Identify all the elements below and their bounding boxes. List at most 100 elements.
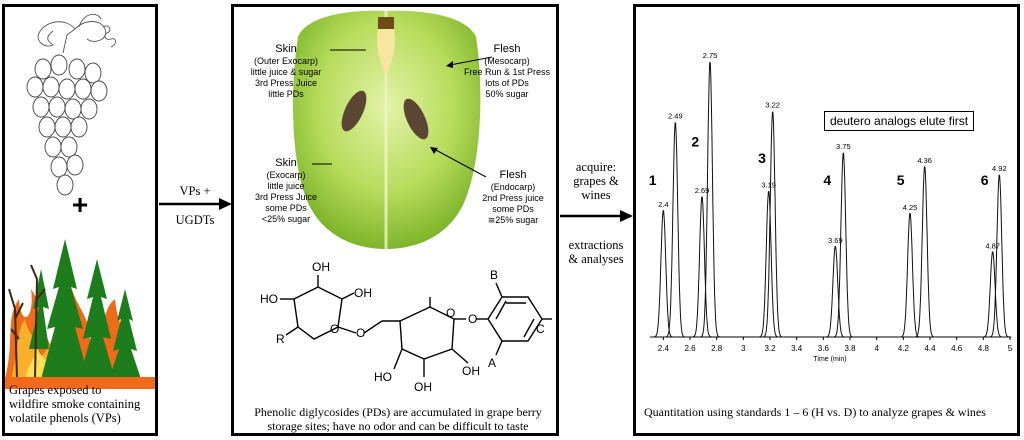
flesh-endo-title: Flesh <box>499 169 527 181</box>
x-tick-label: 4.2 <box>898 344 910 353</box>
skin-outer-line-3: 3rd Press Juice <box>254 78 318 88</box>
x-tick-label: 4.6 <box>951 344 963 353</box>
mol-ho-1: HO <box>260 292 278 306</box>
panel-grape-berry: Skin (Outer Exocarp) little juice & suga… <box>231 4 559 436</box>
peak-2.4 <box>651 210 675 338</box>
peak-label-3.69: 3.69 <box>828 236 843 245</box>
phenolic-diglycoside-structure: OH HO OH R O O O HO OH OH O B C A <box>260 260 552 394</box>
peak-2.69 <box>690 196 714 338</box>
peak-label-2.75: 2.75 <box>703 51 718 60</box>
skin-inner-line-5: <25% sugar <box>261 214 311 224</box>
flesh-meso-line-1: (Mesocarp) <box>484 56 530 66</box>
skin-outer-title: Skin <box>275 43 297 55</box>
skin-inner-line-2: little juice <box>267 181 305 191</box>
skin-inner-line-1: (Exocarp) <box>266 170 306 180</box>
compound-label-1: 1 <box>649 172 657 188</box>
peak-4.92 <box>987 174 1012 338</box>
mol-oh-1: OH <box>312 260 330 274</box>
peak-label-2.69: 2.69 <box>695 186 710 195</box>
peak-label-4.87: 4.87 <box>985 241 1000 250</box>
panel-smoke-exposure: + Grapes exposed to wildfire smoke conta… <box>2 4 158 436</box>
arrow-1-label-top: VPs + <box>179 184 211 198</box>
caption-line-1: Grapes exposed to <box>9 383 102 397</box>
mol-c: C <box>536 322 545 336</box>
peak-label-4.25: 4.25 <box>903 203 918 212</box>
x-tick-label: 5 <box>1008 344 1013 353</box>
compound-label-3: 3 <box>758 150 766 166</box>
x-tick-label: 4 <box>874 344 879 353</box>
mol-oh-4: OH <box>462 364 480 378</box>
flesh-endo-line-3: some PDs <box>492 204 534 214</box>
skin-inner-title: Skin <box>275 157 297 169</box>
x-tick-label: 2.4 <box>658 344 670 353</box>
peak-label-4.92: 4.92 <box>992 164 1007 173</box>
peak-label-2.4: 2.4 <box>658 200 668 209</box>
peak-2.49 <box>663 122 687 338</box>
mol-o-3: O <box>446 306 455 320</box>
peak-label-3.75: 3.75 <box>836 142 851 151</box>
peak-4.87 <box>980 251 1005 338</box>
wildfire-illustration <box>5 239 155 389</box>
plus-sign: + <box>71 189 89 220</box>
x-tick-label: 4.4 <box>924 344 936 353</box>
mol-a: A <box>488 356 496 370</box>
x-tick-label: 3 <box>741 344 746 353</box>
panel3-caption: Quantitation using standards 1 – 6 (H vs… <box>644 405 986 419</box>
arrow-1-label-bottom: UGDTs <box>175 213 215 227</box>
peak-3.22 <box>760 111 785 338</box>
arrow-2-top-line-3: wines <box>581 188 611 202</box>
peak-label-3.19: 3.19 <box>761 181 776 190</box>
skin-outer-line-1: (Outer Exocarp) <box>253 56 319 66</box>
grape-cluster-drawing <box>26 13 116 196</box>
x-tick-label: 3.2 <box>764 344 776 353</box>
flesh-meso-title: Flesh <box>493 43 521 55</box>
mol-oh-2: OH <box>354 286 372 300</box>
arrow-2-bottom-line-2: & analyses <box>568 252 624 266</box>
flesh-endo-pointer <box>430 147 487 178</box>
flesh-meso-line-3: lots of PDs <box>485 78 529 88</box>
peak-3.75 <box>831 152 855 338</box>
x-tick-label: 4.8 <box>978 344 990 353</box>
skin-inner-pointer <box>312 163 332 165</box>
skin-outer-line-2: little juice & sugar <box>250 67 322 77</box>
flesh-meso-pointer <box>446 56 493 68</box>
peak-3.69 <box>823 246 847 338</box>
mol-r: R <box>276 332 285 346</box>
compound-label-5: 5 <box>897 172 905 188</box>
arrow-2-top-line-1: acquire: <box>575 160 617 174</box>
mol-ho-2: HO <box>374 370 392 384</box>
compound-label-4: 4 <box>823 172 831 188</box>
skin-inner-line-4: some PDs <box>265 203 307 213</box>
mol-o-1: O <box>330 322 339 336</box>
flesh-meso-line-4: 50% sugar <box>485 89 529 99</box>
x-tick-label: 2.8 <box>711 344 723 353</box>
x-axis-label: Time (min) <box>813 356 846 363</box>
peak-label-3.22: 3.22 <box>765 101 780 110</box>
panel2-caption-line-2: storage sites; have no odor and can be d… <box>267 419 529 433</box>
peak-4.25 <box>898 213 922 338</box>
x-tick-label: 3.8 <box>844 344 856 353</box>
flesh-endo-line-4: ≅25% sugar <box>487 215 539 225</box>
caption-line-3: volatile phenols (VPs) <box>9 411 121 425</box>
flesh-meso-line-2: Free Run & 1st Press <box>463 67 551 77</box>
arrow-2-bottom-line-1: extractions <box>568 238 624 252</box>
x-tick-label: 2.6 <box>684 344 696 353</box>
peak-4.36 <box>912 166 937 338</box>
peak-2.75 <box>698 62 722 338</box>
caption-line-2: wildfire smoke containing <box>9 397 141 411</box>
mol-o-2: O <box>356 326 365 340</box>
mol-oh-3: OH <box>414 380 432 394</box>
skin-inner-line-3: 3rd Press Juice <box>254 192 318 202</box>
mol-b: B <box>490 268 498 282</box>
skin-outer-line-4: little PDs <box>268 89 304 99</box>
panel2-caption-line-1: Phenolic diglycosides (PDs) are accumula… <box>254 405 542 419</box>
arrow-1 <box>159 198 232 210</box>
peak-label-2.49: 2.49 <box>668 112 683 121</box>
mol-o-4: O <box>468 312 477 326</box>
arrow-2 <box>560 210 633 222</box>
peak-label-4.36: 4.36 <box>917 156 932 165</box>
arrow-2-top-line-2: grapes & <box>573 174 619 188</box>
flesh-endo-line-1: (Endocarp) <box>490 182 536 192</box>
